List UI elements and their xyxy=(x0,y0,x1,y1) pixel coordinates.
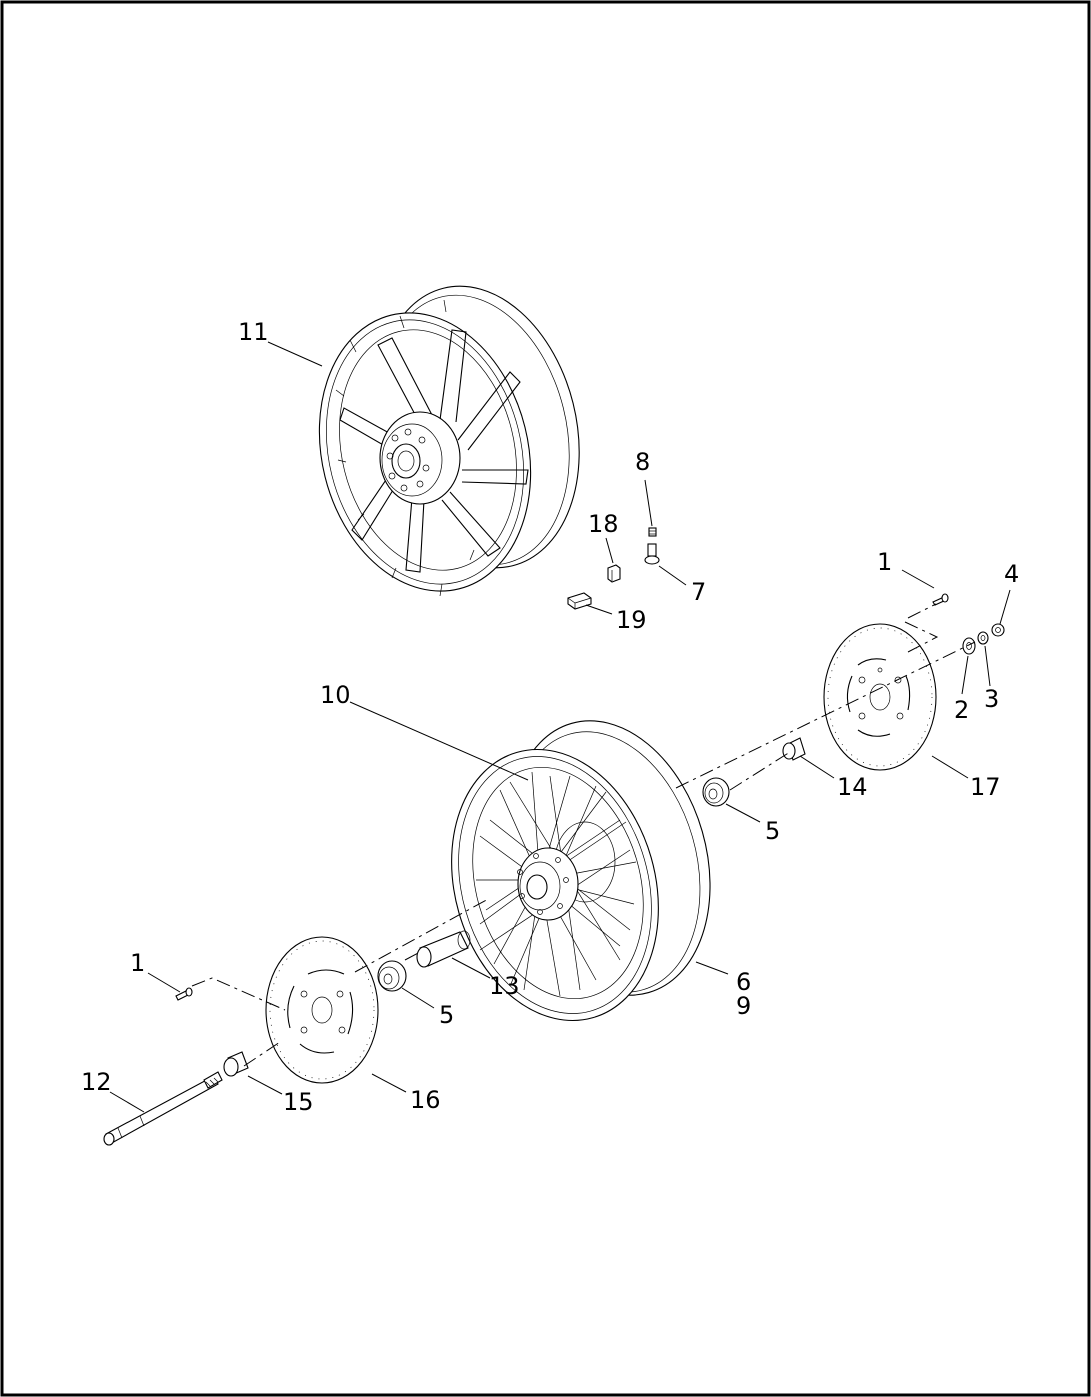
callout-1-left: 1 xyxy=(130,949,145,977)
callout-19: 19 xyxy=(616,606,647,634)
callout-12: 12 xyxy=(81,1068,112,1096)
spacer-part-15 xyxy=(223,1051,249,1077)
callout-1-right: 1 xyxy=(877,548,892,576)
callout-labels: 11 8 18 7 19 1 4 2 3 17 14 10 5 6 9 13 5… xyxy=(81,318,1019,1116)
spacer-part-14 xyxy=(782,737,806,761)
valve-stem-part-7 xyxy=(644,543,660,565)
nut-part-4 xyxy=(991,623,1005,637)
brake-disc-part-17 xyxy=(823,623,937,771)
cast-wheel-part-11 xyxy=(318,285,580,597)
brake-disc-part-16 xyxy=(265,936,379,1084)
callout-16: 16 xyxy=(410,1086,441,1114)
spacer-tube-part-13 xyxy=(416,930,471,968)
callout-15: 15 xyxy=(283,1088,314,1116)
valve-cap-part-8 xyxy=(648,527,657,537)
callout-14: 14 xyxy=(837,773,868,801)
callout-7: 7 xyxy=(691,578,706,606)
bearing-part-5-right xyxy=(702,777,730,807)
callout-18: 18 xyxy=(588,510,619,538)
callout-8: 8 xyxy=(635,448,650,476)
callout-10: 10 xyxy=(320,681,351,709)
bolt-part-1-right xyxy=(932,593,949,606)
callout-13: 13 xyxy=(489,972,520,1000)
balance-weight-part-19 xyxy=(567,592,592,610)
axle-part-12 xyxy=(103,1071,223,1146)
callout-4: 4 xyxy=(1004,560,1019,588)
bolt-part-1-left xyxy=(175,987,193,1001)
callout-6: 6 xyxy=(736,968,751,996)
callout-9: 9 xyxy=(736,992,751,1020)
washer-part-2 xyxy=(962,637,976,655)
callout-5-left: 5 xyxy=(439,1001,454,1029)
assembly-centerlines xyxy=(191,603,976,1067)
callout-3: 3 xyxy=(984,685,999,713)
nut-part-18 xyxy=(607,564,621,583)
callout-2: 2 xyxy=(954,696,969,724)
callout-11: 11 xyxy=(238,318,269,346)
spoked-wheel-part-6-9 xyxy=(451,720,711,1022)
leader-lines xyxy=(109,341,1011,1113)
bearing-part-5-left xyxy=(377,960,407,992)
callout-17: 17 xyxy=(970,773,1001,801)
callout-5-right: 5 xyxy=(765,817,780,845)
lockwasher-part-3 xyxy=(977,631,989,645)
